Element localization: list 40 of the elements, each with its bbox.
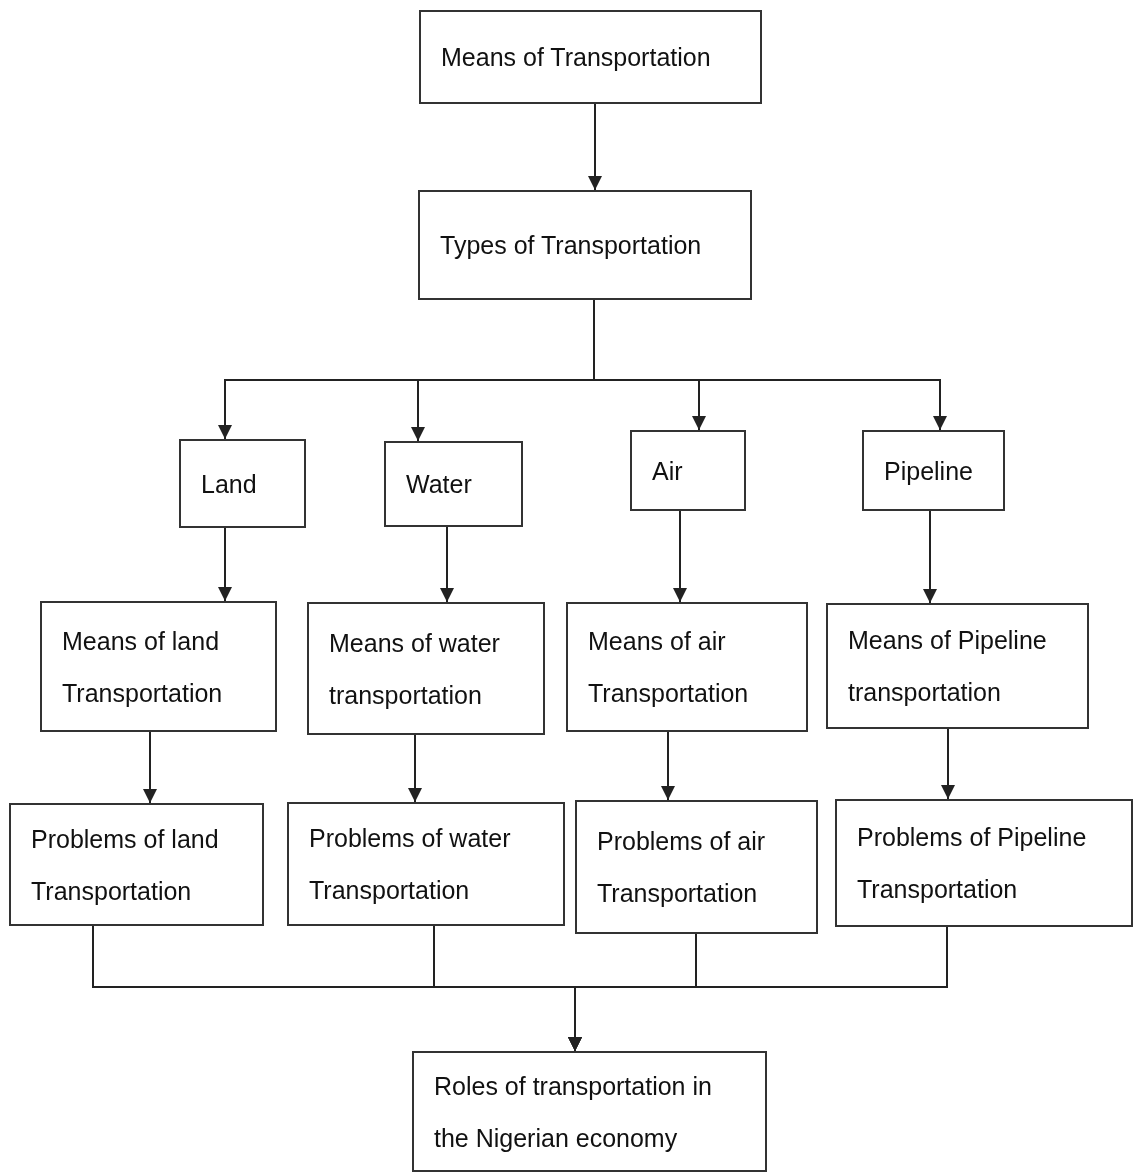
arrow	[941, 728, 955, 800]
box-label: Land	[201, 468, 258, 500]
process-box	[287, 802, 565, 926]
box-label: Roles of transportation in the Nigerian economy	[434, 1070, 713, 1154]
arrow	[588, 103, 602, 191]
box-label: Problems of land Transportation	[31, 823, 220, 907]
box-label: Means of water transportation	[329, 627, 501, 711]
arrow	[923, 510, 937, 604]
process-box	[575, 800, 818, 934]
process-box	[418, 190, 752, 300]
box-label: Air	[652, 455, 684, 487]
arrow	[218, 527, 232, 602]
process-box	[630, 430, 746, 511]
box-label: Means of Transportation	[441, 42, 712, 73]
arrow	[440, 526, 454, 603]
box-label: Means of air Transportation	[588, 626, 750, 709]
arrow	[661, 731, 675, 801]
box-label: Means of land Transportation	[62, 625, 224, 709]
process-box	[419, 10, 762, 104]
process-box	[179, 439, 306, 528]
process-box	[862, 430, 1005, 511]
process-box	[566, 602, 808, 732]
box-label: Problems of water Transportation	[309, 823, 512, 906]
process-box	[9, 803, 264, 926]
process-box	[307, 602, 545, 735]
box-label: Means of Pipeline transportation	[848, 625, 1048, 708]
box-label: Water	[406, 469, 473, 500]
arrow	[673, 510, 687, 603]
box-label: Types of Transportation	[440, 230, 703, 261]
process-box	[835, 799, 1133, 927]
process-box	[412, 1051, 767, 1172]
arrow	[568, 926, 948, 1052]
box-label: Problems of Pipeline Transportation	[857, 822, 1088, 905]
process-box	[826, 603, 1089, 729]
box-label: Pipeline	[884, 455, 974, 487]
box-label: Problems of air Transportation	[597, 826, 767, 909]
process-box	[384, 441, 523, 527]
process-box	[40, 601, 277, 732]
arrow	[143, 731, 157, 804]
arrow	[408, 734, 422, 803]
